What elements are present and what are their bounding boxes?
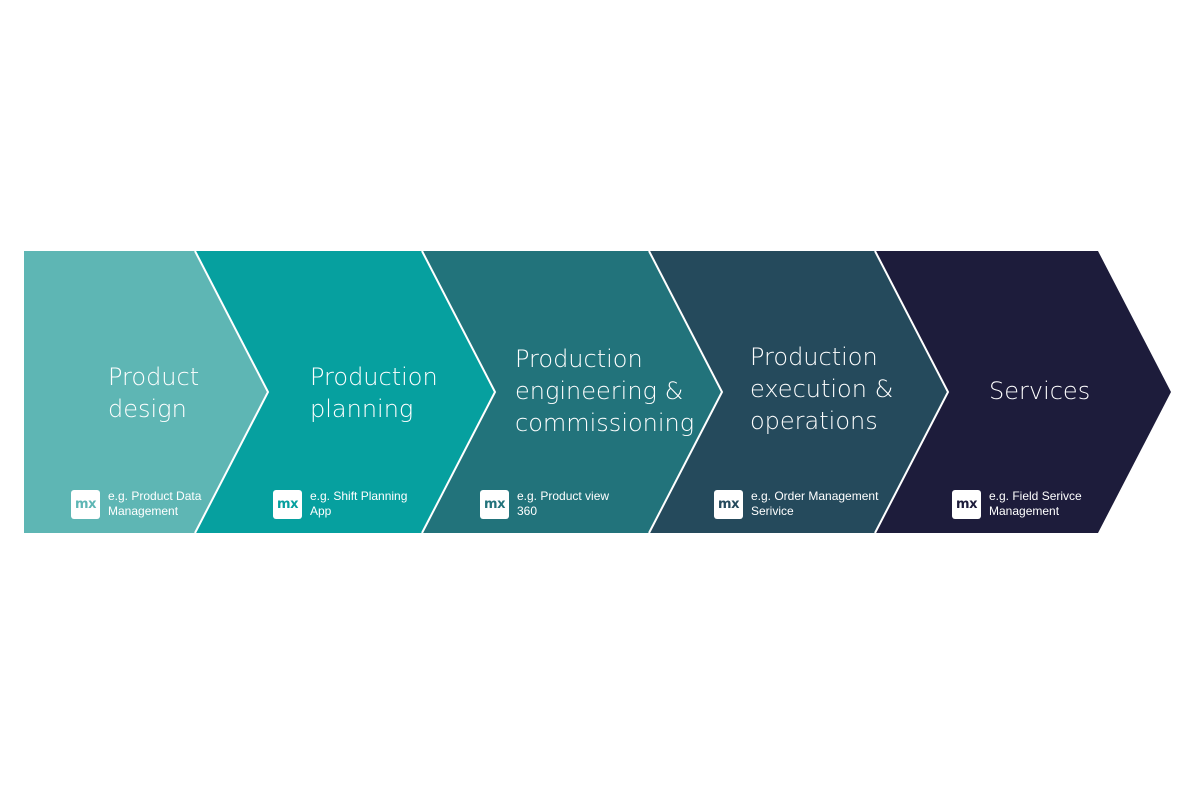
example-line: e.g. Product Data bbox=[108, 489, 202, 503]
mx-badge-text: mx bbox=[956, 496, 977, 512]
stage-example-production-execution: mx e.g. Order Management Serivice bbox=[714, 489, 878, 519]
stage-title-services: Services bbox=[989, 375, 1090, 407]
stage-title-product-design: Product design bbox=[108, 361, 199, 425]
example-line: 360 bbox=[517, 504, 538, 518]
mendix-logo-icon: mx bbox=[714, 489, 743, 519]
stage-chevron-services bbox=[875, 251, 1171, 533]
mendix-logo-icon: mx bbox=[952, 489, 981, 519]
stage-title-line: Production bbox=[515, 345, 643, 373]
mx-badge-text: mx bbox=[277, 496, 298, 512]
stage-title-line: operations bbox=[750, 407, 878, 435]
mendix-logo-icon: mx bbox=[273, 489, 302, 519]
stage-title-line: Product bbox=[108, 363, 200, 391]
mendix-logo-icon: mx bbox=[71, 489, 100, 519]
stage-example-production-engineering: mx e.g. Product view 360 bbox=[480, 489, 609, 519]
stage-title-line: design bbox=[108, 395, 187, 423]
stage-title-line: execution & bbox=[750, 375, 894, 403]
chevron-separators bbox=[194, 250, 950, 534]
stage-example-services: mx e.g. Field Serivce Management bbox=[952, 489, 1082, 519]
stage-title-production-execution: Production execution & operations bbox=[750, 341, 893, 437]
stage-title-production-engineering: Production engineering & commissioning bbox=[515, 343, 694, 439]
stage-title-production-planning: Production planning bbox=[310, 361, 438, 425]
mx-badge-text: mx bbox=[484, 496, 505, 512]
example-line: e.g. Field Serivce bbox=[989, 489, 1082, 503]
stage-chevron-production-execution bbox=[649, 251, 948, 533]
example-line: Management bbox=[108, 504, 179, 518]
example-line: e.g. Order Management bbox=[751, 489, 879, 503]
stage-title-line: planning bbox=[310, 395, 414, 423]
example-text: e.g. Order Management Serivice bbox=[751, 489, 878, 519]
example-text: e.g. Product view 360 bbox=[517, 489, 609, 519]
stage-title-line: engineering & bbox=[515, 377, 684, 405]
example-line: e.g. Product view bbox=[517, 489, 610, 503]
stage-example-production-planning: mx e.g. Shift Planning App bbox=[273, 489, 407, 519]
example-line: Serivice bbox=[751, 504, 794, 518]
mx-badge-text: mx bbox=[718, 496, 739, 512]
example-text: e.g. Product Data Management bbox=[108, 489, 201, 519]
stage-title-line: Production bbox=[310, 363, 438, 391]
stage-title-line: commissioning bbox=[515, 409, 695, 437]
example-line: e.g. Shift Planning bbox=[310, 489, 408, 503]
stage-example-product-design: mx e.g. Product Data Management bbox=[71, 489, 201, 519]
stage-title-line: Production bbox=[750, 343, 878, 371]
mendix-logo-icon: mx bbox=[480, 489, 509, 519]
mx-badge-text: mx bbox=[75, 496, 96, 512]
stage-chevron-production-planning bbox=[195, 251, 495, 533]
example-text: e.g. Field Serivce Management bbox=[989, 489, 1082, 519]
stage-chevron-production-engineering bbox=[422, 251, 722, 533]
example-line: Management bbox=[989, 504, 1060, 518]
example-line: App bbox=[310, 504, 332, 518]
example-text: e.g. Shift Planning App bbox=[310, 489, 407, 519]
stage-chevron-product-design bbox=[24, 251, 268, 533]
stage-title-line: Services bbox=[989, 377, 1091, 405]
